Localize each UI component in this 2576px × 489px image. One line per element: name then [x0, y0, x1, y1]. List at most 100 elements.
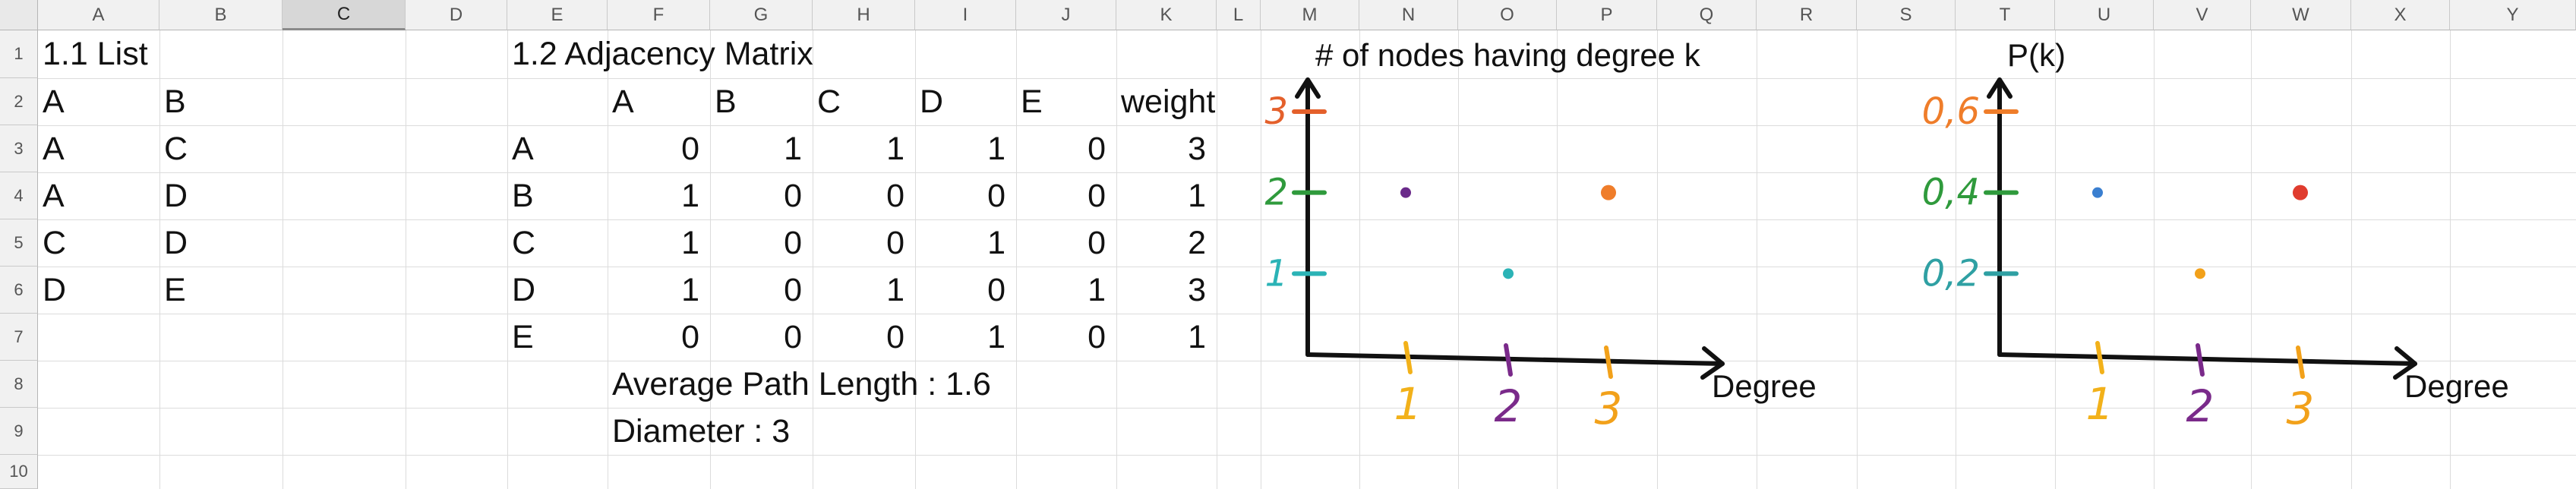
row-header-4[interactable]: 4	[0, 172, 38, 219]
matrix-cell: 0	[784, 272, 802, 308]
data-point	[1400, 187, 1411, 198]
column-header-a[interactable]: A	[38, 0, 159, 30]
x-tick-label: 3	[2287, 383, 2315, 434]
grid-column-line	[2251, 30, 2252, 489]
row-header-7[interactable]: 7	[0, 314, 38, 361]
column-header-f[interactable]: F	[608, 0, 710, 30]
grid-column-line	[1359, 30, 1360, 489]
column-header-d[interactable]: D	[406, 0, 507, 30]
row-header-5[interactable]: 5	[0, 219, 38, 267]
matrix-row-label: C	[512, 225, 536, 261]
grid-column-line	[710, 30, 711, 489]
row-header-8[interactable]: 8	[0, 361, 38, 408]
x-axis-line	[1305, 352, 1725, 366]
y-tick-label: 0,4	[1922, 172, 1980, 214]
matrix-row-label: B	[512, 178, 534, 214]
x-tick-label: 2	[2186, 380, 2215, 432]
grid-column-line	[915, 30, 916, 489]
data-point	[1601, 185, 1616, 200]
column-header-g[interactable]: G	[710, 0, 813, 30]
column-header-t[interactable]: T	[1956, 0, 2055, 30]
list-edge-to: E	[164, 272, 186, 308]
y-axis-arrow	[1987, 77, 2012, 99]
list-edge-from: A	[43, 178, 65, 214]
column-header-n[interactable]: N	[1359, 0, 1458, 30]
weight-header: weight	[1121, 84, 1216, 120]
column-header-j[interactable]: J	[1016, 0, 1116, 30]
weight-cell: 2	[1188, 225, 1206, 261]
column-header-o[interactable]: O	[1458, 0, 1557, 30]
column-header-h[interactable]: H	[813, 0, 915, 30]
matrix-col-header: C	[817, 84, 841, 120]
grid-column-line	[2450, 30, 2451, 489]
matrix-cell: 0	[1088, 225, 1106, 261]
row-header-9[interactable]: 9	[0, 408, 38, 455]
grid-column-line	[1857, 30, 1858, 489]
column-header-r[interactable]: R	[1757, 0, 1857, 30]
matrix-cell: 1	[886, 131, 904, 167]
average-path-length: Average Path Length : 1.6	[612, 366, 991, 402]
chart-title: P(k)	[2007, 37, 2066, 73]
column-header-u[interactable]: U	[2055, 0, 2154, 30]
column-header-m[interactable]: M	[1261, 0, 1359, 30]
list-edge-to: D	[164, 178, 188, 214]
column-header-p[interactable]: P	[1557, 0, 1657, 30]
list-header-b: B	[164, 84, 186, 120]
column-header-s[interactable]: S	[1857, 0, 1956, 30]
matrix-cell: 1	[987, 225, 1005, 261]
weight-cell: 3	[1188, 272, 1206, 308]
matrix-col-header: E	[1021, 84, 1043, 120]
grid-column-line	[1116, 30, 1117, 489]
x-tick-mark	[2095, 341, 2104, 374]
column-header-c[interactable]: C	[283, 0, 406, 30]
matrix-col-header: D	[920, 84, 944, 120]
matrix-row-label: E	[512, 319, 534, 355]
x-tick-mark	[1504, 343, 1513, 377]
x-axis-arrow	[2393, 346, 2417, 380]
column-header-w[interactable]: W	[2251, 0, 2351, 30]
matrix-cell: 0	[1088, 131, 1106, 167]
x-tick-mark	[1403, 341, 1413, 374]
matrix-cell: 0	[987, 178, 1005, 214]
column-header-l[interactable]: L	[1217, 0, 1261, 30]
matrix-cell: 0	[1088, 178, 1106, 214]
column-header-y[interactable]: Y	[2450, 0, 2576, 30]
x-tick-label: 1	[2086, 378, 2114, 430]
row-header-3[interactable]: 3	[0, 125, 38, 172]
grid-column-line	[159, 30, 160, 489]
column-header-i[interactable]: I	[915, 0, 1016, 30]
diameter: Diameter : 3	[612, 413, 791, 450]
list-edge-to: C	[164, 131, 188, 167]
y-tick-label: 3	[1264, 90, 1288, 133]
row-header-6[interactable]: 6	[0, 267, 38, 314]
column-header-b[interactable]: B	[159, 0, 283, 30]
row-header-2[interactable]: 2	[0, 78, 38, 125]
grid-column-line	[1557, 30, 1558, 489]
select-all-corner[interactable]	[0, 0, 38, 30]
x-tick-label: 1	[1394, 378, 1422, 430]
column-header-k[interactable]: K	[1116, 0, 1217, 30]
matrix-col-header: B	[715, 84, 737, 120]
column-header-v[interactable]: V	[2154, 0, 2251, 30]
list-edge-to: D	[164, 225, 188, 261]
column-header-q[interactable]: Q	[1657, 0, 1757, 30]
data-point	[2092, 187, 2103, 198]
column-header-x[interactable]: X	[2351, 0, 2450, 30]
x-axis-arrow	[1700, 346, 1725, 380]
matrix-row-label: A	[512, 131, 534, 167]
grid-column-line	[2055, 30, 2056, 489]
row-header-10[interactable]: 10	[0, 455, 38, 489]
data-point	[2195, 268, 2205, 279]
row-header-1[interactable]: 1	[0, 30, 38, 78]
weight-cell: 1	[1188, 178, 1206, 214]
matrix-cell: 1	[886, 272, 904, 308]
grid-column-line	[1657, 30, 1658, 489]
matrix-cell: 1	[784, 131, 802, 167]
matrix-cell: 1	[987, 319, 1005, 355]
matrix-cell: 0	[886, 319, 904, 355]
column-header-e[interactable]: E	[507, 0, 608, 30]
x-axis-line	[1997, 352, 2417, 366]
